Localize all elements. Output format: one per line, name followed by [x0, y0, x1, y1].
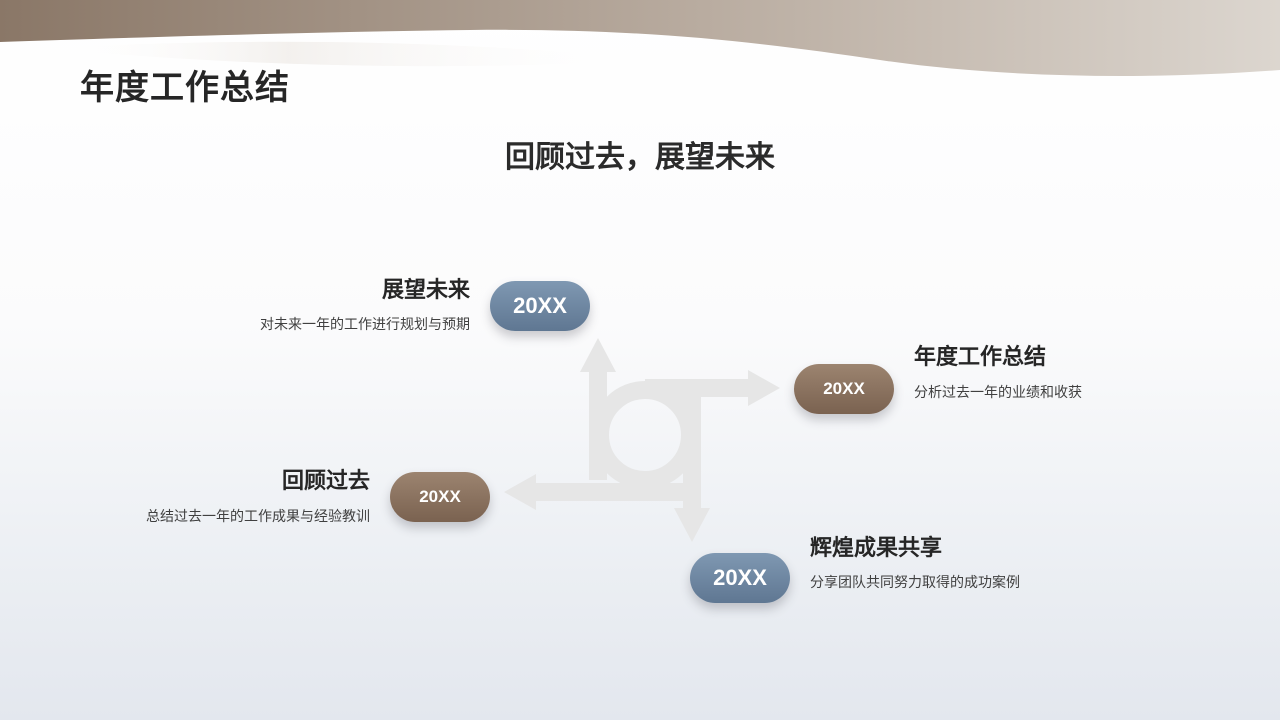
item-desc-review: 总结过去一年的工作成果与经验教训	[146, 509, 370, 525]
item-desc-achievements: 分享团队共同努力取得的成功案例	[810, 575, 1020, 591]
item-title-achievements: 辉煌成果共享	[810, 536, 943, 561]
page-subtitle: 回顾过去，展望未来	[505, 140, 775, 175]
item-title-outlook: 展望未来	[381, 278, 470, 303]
year-pill-outlook: 20XX	[490, 281, 590, 331]
item-desc-outlook: 对未来一年的工作进行规划与预期	[260, 317, 470, 333]
year-pill-achievements: 20XX	[690, 553, 790, 603]
item-title-review: 回顾过去	[281, 469, 370, 494]
page-title: 年度工作总结	[80, 68, 290, 108]
roundabout-arrows-graphic	[504, 338, 780, 542]
item-title-annual-summary: 年度工作总结	[914, 345, 1047, 370]
year-pill-review: 20XX	[390, 472, 490, 522]
item-desc-annual-summary: 分析过去一年的业绩和收获	[914, 385, 1082, 401]
header-wave	[0, 0, 1280, 76]
year-pill-annual-summary: 20XX	[794, 364, 894, 414]
